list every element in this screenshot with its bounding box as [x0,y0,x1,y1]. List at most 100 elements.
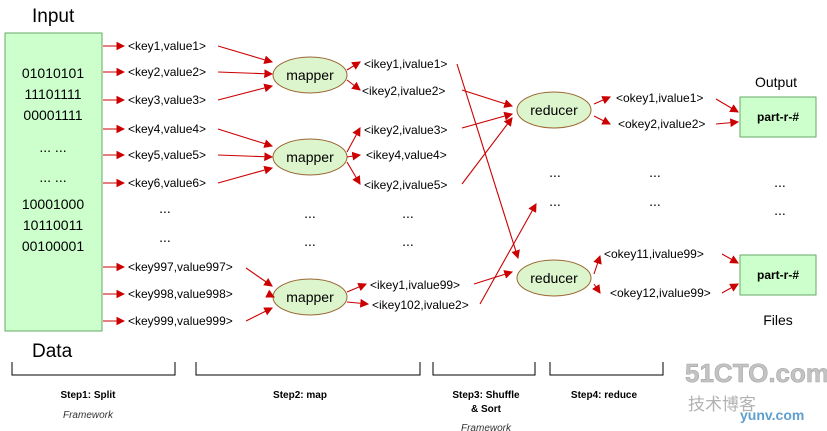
flow-arrow [461,89,514,108]
input-bits-line: ... ... [39,169,66,185]
mapper-2: mapper [272,138,348,176]
intermediate-pair: <ikey1,ivalue1> [364,57,447,71]
ellipsis: ... [304,205,316,221]
input-pair: <key5,value5> [128,148,206,162]
flow-arrow [461,117,513,185]
ellipsis: ... [402,233,414,249]
ellipsis: ... [304,233,316,249]
step1-sub: Framework [63,410,114,421]
output-pair: <okey11,ivalue99> [604,247,704,261]
flow-arrow [346,127,361,153]
svg-text:mapper: mapper [286,289,334,305]
output-pair: <okey12,ivalue99> [610,286,711,300]
svg-text:技术博客: 技术博客 [688,395,756,414]
step2-label: Step2: map [273,390,327,401]
input-bits-line: 00001111 [23,107,82,123]
flow-arrow [217,83,274,101]
mapper-1: mapper [272,56,348,94]
watermark-logo: 51CTO.com 技术博客 yunv.com [685,358,827,423]
flow-arrow [593,115,611,125]
svg-text:reducer: reducer [530,270,578,286]
flow-arrow [473,270,514,285]
flow-arrow [217,152,274,162]
input-pair: <key999,value999> [128,314,233,328]
flow-arrow [265,289,275,298]
flow-arrow [721,253,739,264]
flow-arrow [593,96,612,105]
svg-text:mapper: mapper [286,67,334,83]
input-bits-line: 10110011 [23,217,83,233]
data-label: Data [32,341,73,362]
intermediate-pair: <ikey4,value4> [366,148,447,162]
ellipsis: ... [159,200,171,216]
flow-arrow [593,254,602,275]
files-label: Files [763,312,793,328]
input-pair: <key998,value998> [128,287,233,301]
flow-arrow [217,128,274,148]
ellipsis: ... [774,174,786,190]
mapper-3: mapper [272,278,348,316]
intermediate-pair: <ikey2,ivalue5> [364,178,447,192]
step3-sub: Framework [461,423,512,431]
flow-arrow [592,283,601,294]
flow-arrow [346,298,370,308]
step3-label: Step3: Shuffle [452,390,520,401]
input-bits-line: ... ... [39,139,66,155]
intermediate-pair: <ikey102,ivalue2> [372,298,469,312]
intermediate-pair: <ikey1,ivalue99> [370,278,460,292]
output-file-1: part-r-# [739,96,817,138]
flow-arrow [245,307,273,322]
flow-arrow [715,118,740,128]
flow-arrow [217,45,274,65]
ellipsis: ... [649,193,661,209]
input-bits-line: 01010101 [22,65,85,81]
step-brackets [11,362,664,376]
input-bits-line: 10001000 [22,196,85,212]
output-pair: <okey2,ivalue2> [618,117,705,131]
flow-arrow [461,111,514,129]
input-pair: <key6,value6> [128,176,206,190]
ellipsis: ... [649,164,661,180]
flow-arrow [245,267,273,287]
ellipsis: ... [549,193,561,209]
output-label: Output [755,74,797,90]
flow-arrow [217,69,274,79]
input-pair: <key4,value4> [128,122,206,136]
flow-arrow [456,63,520,260]
input-pair: <key1,value1> [128,39,206,53]
flow-arrow [346,79,361,91]
svg-text:yunv.com: yunv.com [740,407,804,423]
ellipsis: ... [774,202,786,218]
svg-text:part-r-#: part-r-# [757,268,799,282]
step4-label: Step4: reduce [571,390,638,401]
input-label: Input [32,6,75,27]
flow-arrow [715,98,739,113]
ellipsis: ... [159,229,171,245]
reducer-2: reducer [516,259,592,297]
input-data-box [4,32,103,332]
svg-text:mapper: mapper [286,149,334,165]
flow-arrow [346,61,361,71]
input-bits-line: 00100001 [22,238,85,254]
ellipsis: ... [402,205,414,221]
flow-arrow [721,283,739,294]
ellipsis: ... [549,164,561,180]
intermediate-pair: <ikey2,ivalue3> [364,123,447,137]
flow-arrow [346,161,361,185]
svg-text:part-r-#: part-r-# [757,110,799,124]
input-pair: <key3,value3> [128,93,206,107]
flow-arrow [217,165,274,184]
input-bits-line: 11101111 [24,86,81,102]
step3-label-2: & Sort [471,404,502,415]
flow-arrow [479,203,537,305]
svg-text:51CTO.com: 51CTO.com [685,358,827,388]
svg-text:reducer: reducer [530,102,578,118]
output-file-2: part-r-# [739,254,817,296]
reducer-1: reducer [516,91,592,129]
input-pair: <key997,value997> [128,260,233,274]
intermediate-pair: <ikey2,ivalue2> [362,84,445,98]
flow-arrow [346,151,362,161]
input-pair: <key2,value2> [128,65,206,79]
flow-arrow [346,282,368,293]
